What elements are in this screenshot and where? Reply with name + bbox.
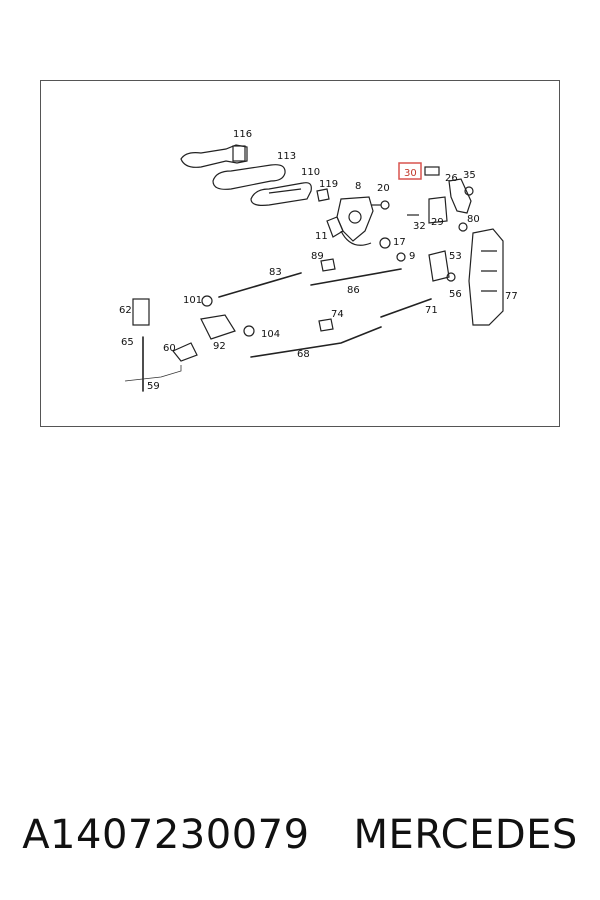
label-83: 83 xyxy=(269,267,282,278)
part-110-carrier xyxy=(250,182,312,206)
part-104 xyxy=(243,325,255,337)
part-74 xyxy=(318,318,334,332)
label-116: 116 xyxy=(233,129,252,140)
part-59-lever xyxy=(124,365,182,382)
part-119-clip xyxy=(316,188,330,202)
label-8: 8 xyxy=(355,181,361,192)
part-8-lock xyxy=(336,196,374,246)
part-20-screw xyxy=(371,200,390,210)
part-17 xyxy=(379,237,391,249)
label-53: 53 xyxy=(449,251,462,262)
parts-diagram: 116 113 110 119 8 20 30 26 35 32 29 80 1… xyxy=(119,129,518,392)
label-30-highlighted: 30 xyxy=(404,168,417,179)
label-101: 101 xyxy=(183,295,202,306)
label-104: 104 xyxy=(261,329,280,340)
label-74: 74 xyxy=(331,309,344,320)
part-26-35-plate xyxy=(448,178,474,214)
part-92-lever xyxy=(200,314,236,340)
rod-86 xyxy=(310,268,402,286)
label-32: 32 xyxy=(413,221,426,232)
part-30-bracket xyxy=(424,166,440,176)
label-56: 56 xyxy=(449,289,462,300)
label-80: 80 xyxy=(467,214,480,225)
part-77-panel xyxy=(468,228,504,326)
label-68: 68 xyxy=(297,349,310,360)
label-71: 71 xyxy=(425,305,438,316)
parts-diagram-frame: 116 113 110 119 8 20 30 26 35 32 29 80 1… xyxy=(40,80,560,427)
part-53-bracket xyxy=(428,250,450,282)
label-29: 29 xyxy=(431,217,444,228)
label-113: 113 xyxy=(277,151,296,162)
label-86: 86 xyxy=(347,285,360,296)
label-92: 92 xyxy=(213,341,226,352)
caption: A1407230079 MERCEDES xyxy=(0,800,600,870)
label-77: 77 xyxy=(505,291,518,302)
part-60 xyxy=(172,342,198,362)
label-89: 89 xyxy=(311,251,324,262)
part-29-striker xyxy=(428,196,448,224)
label-9: 9 xyxy=(409,251,415,262)
part-116-door-handle xyxy=(180,144,248,168)
part-56 xyxy=(446,272,456,282)
label-20: 20 xyxy=(377,183,390,194)
rod-83 xyxy=(218,272,302,298)
rod-68 xyxy=(250,326,382,358)
part-80 xyxy=(458,222,468,232)
label-11: 11 xyxy=(315,231,328,242)
part-9 xyxy=(396,252,406,262)
label-26: 26 xyxy=(445,173,458,184)
label-65: 65 xyxy=(121,337,134,348)
rod-71 xyxy=(380,298,432,318)
brand-name: MERCEDES xyxy=(353,812,578,858)
part-101 xyxy=(201,295,213,307)
label-35: 35 xyxy=(463,170,476,181)
label-62: 62 xyxy=(119,305,132,316)
part-number: A1407230079 xyxy=(22,812,310,858)
label-59: 59 xyxy=(147,381,160,392)
label-110: 110 xyxy=(301,167,320,178)
part-62-bracket xyxy=(132,298,150,326)
part-89 xyxy=(320,258,336,272)
part-113-gasket xyxy=(212,164,286,190)
label-119: 119 xyxy=(319,179,338,190)
label-17: 17 xyxy=(393,237,406,248)
part-11-linkage xyxy=(326,216,344,238)
label-60: 60 xyxy=(163,343,176,354)
highlight-box xyxy=(398,162,422,180)
